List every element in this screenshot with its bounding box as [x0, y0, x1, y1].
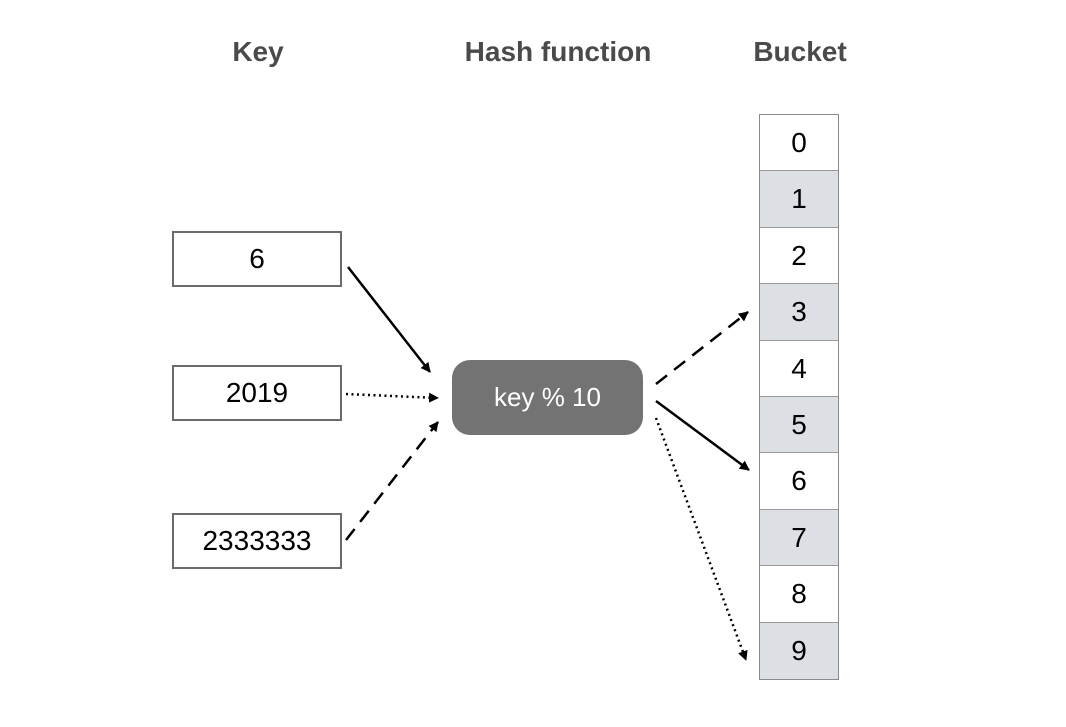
arrow-hash-to-bucket-9 [654, 417, 748, 661]
bucket-cell-6: 6 [760, 453, 838, 510]
bucket-cell-3: 3 [760, 284, 838, 341]
arrow-hash-to-bucket-6 [655, 399, 750, 472]
bucket-array: 0 1 2 3 4 5 6 7 8 9 [759, 114, 839, 680]
key-box-2019: 2019 [172, 365, 342, 421]
key-box-6: 6 [172, 231, 342, 287]
bucket-cell-4: 4 [760, 340, 838, 397]
bucket-cell-5: 5 [760, 396, 838, 454]
bucket-cell-0: 0 [760, 115, 838, 172]
bucket-cell-8: 8 [760, 566, 838, 623]
bucket-cell-1: 1 [760, 171, 838, 228]
bucket-cell-9: 9 [760, 622, 838, 679]
key-box-2333333: 2333333 [172, 513, 342, 569]
arrow-key-2333333-to-hash [345, 421, 439, 541]
arrow-key-6-to-hash [347, 266, 431, 373]
arrow-key-2019-to-hash [345, 392, 439, 403]
bucket-cell-7: 7 [760, 509, 838, 567]
bucket-column-header: Bucket [753, 36, 847, 67]
key-column-header: Key [232, 36, 284, 67]
bucket-cell-2: 2 [760, 227, 838, 285]
arrow-hash-to-bucket-3 [655, 311, 749, 385]
hash-function-box: key % 10 [452, 360, 643, 435]
hash-function-column-header: Hash function [464, 36, 652, 67]
